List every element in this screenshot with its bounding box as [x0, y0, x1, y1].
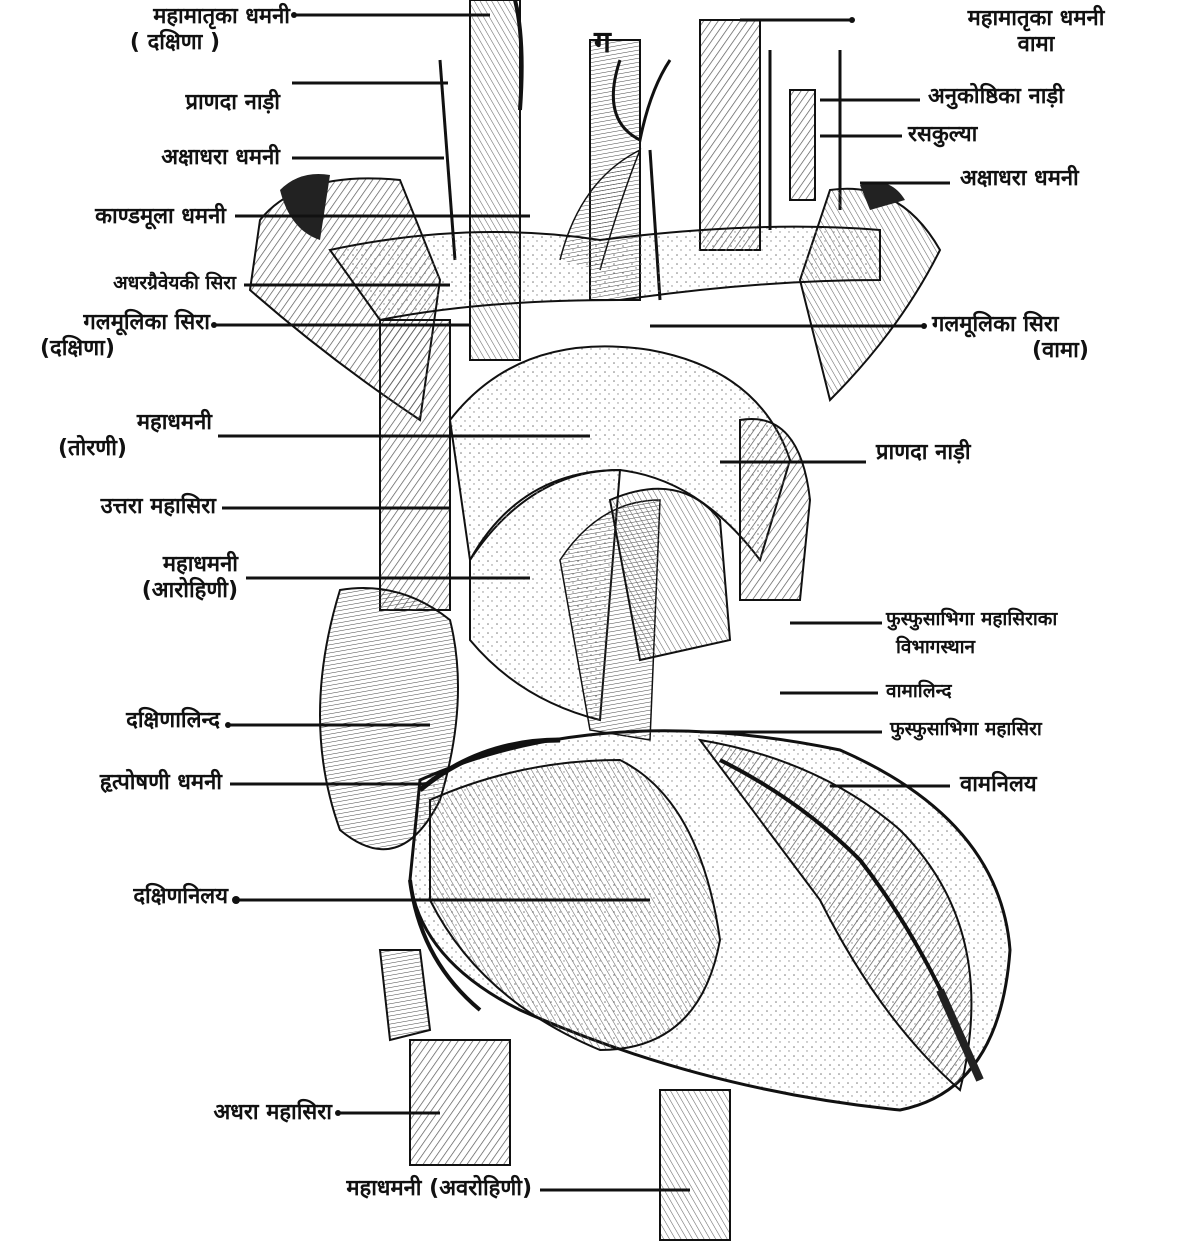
label-line: (तोरणी)	[40, 436, 212, 462]
label-line: महामातृका धमनी	[60, 4, 290, 30]
label-aorta-arch: महाधमनी (तोरणी)	[40, 410, 212, 462]
label-left-brachiocephalic-vein: गलमूलिका सिरा (वामा)	[932, 312, 1162, 364]
neck-vessels	[440, 0, 840, 360]
label-right-brachiocephalic-vein: गलमूलिका सिरा (दक्षिणा)	[0, 310, 210, 362]
label-subclavian-artery-left: अक्षाधरा धमनी	[960, 166, 1160, 192]
label-line: वामा	[916, 32, 1156, 58]
label-descending-aorta: महाधमनी (अवरोहिणी)	[220, 1176, 532, 1202]
label-right-atrium: दक्षिणालिन्द	[20, 708, 220, 734]
label-vagus-nerve-left: प्राणदा नाड़ी	[876, 440, 1076, 466]
label-right-ventricle: दक्षिणनिलय	[40, 884, 228, 910]
label-line: महामातृका धमनी	[916, 6, 1156, 32]
label-inferior-thyroid-vein: अधरग्रैवेयकी सिरा	[0, 272, 236, 294]
label-left-common-carotid-artery: महामातृका धमनी वामा	[916, 6, 1156, 58]
label-line: ( दक्षिणा )	[60, 30, 290, 56]
label-line: गलमूलिका सिरा	[932, 312, 1162, 338]
label-thoracic-duct: रसकुल्या	[908, 122, 1068, 148]
label-recurrent-laryngeal-nerve: अनुकोष्ठिका नाड़ी	[928, 84, 1148, 110]
label-line: (आरोहिणी)	[30, 578, 238, 604]
label-left-atrium: वामालिन्द	[886, 680, 1086, 702]
label-line: महाधमनी	[30, 552, 238, 578]
label-right-common-carotid-artery: महामातृका धमनी ( दक्षिणा )	[60, 4, 290, 56]
label-pulmonary-vein-division: फुस्फुसाभिगा महासिराका विभागस्थान	[886, 608, 1186, 658]
label-vagus-nerve-right: प्राणदा नाड़ी	[80, 90, 280, 116]
label-line: महाधमनी	[40, 410, 212, 436]
label-brachiocephalic-artery: काण्डमूला धमनी	[0, 204, 226, 230]
label-left-ventricle: वामनिलय	[960, 772, 1140, 798]
label-inferior-vena-cava: अधरा महासिरा	[110, 1100, 332, 1126]
label-coronary-artery: हृत्पोषणी धमनी	[0, 770, 222, 796]
label-ascending-aorta: महाधमनी (आरोहिणी)	[30, 552, 238, 604]
label-pulmonary-vein: फुस्फुसाभिगा महासिरा	[890, 718, 1190, 740]
label-subclavian-artery-right: अक्षाधरा धमनी	[60, 145, 280, 171]
label-line: (वामा)	[932, 338, 1162, 364]
top-letter: ग	[593, 25, 612, 60]
label-line: (दक्षिणा)	[0, 336, 210, 362]
label-superior-vena-cava: उत्तरा महासिरा	[0, 494, 216, 520]
label-line: फुस्फुसाभिगा महासिराका	[886, 608, 1186, 630]
label-line: गलमूलिका सिरा	[0, 310, 210, 336]
label-line: विभागस्थान	[886, 636, 1186, 658]
